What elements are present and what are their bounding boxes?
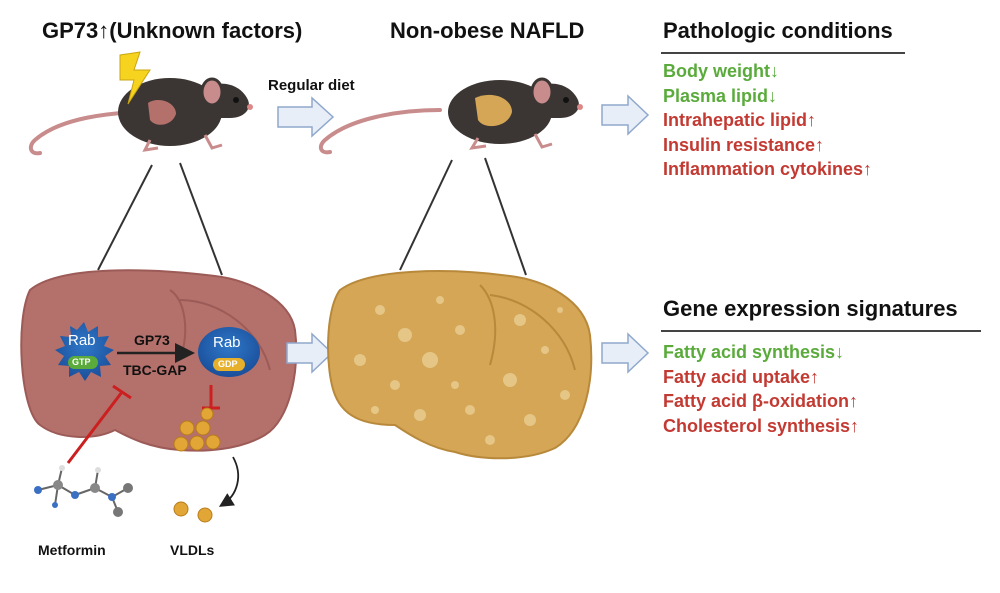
gene-item-cholesterol-synthesis: Cholesterol synthesis↑ <box>663 415 860 436</box>
metformin-inhibit-line <box>66 384 132 464</box>
gene-underline <box>661 330 981 332</box>
regular-diet-label: Regular diet <box>268 77 355 94</box>
pathologic-item-inflammation-cytokines: Inflammation cytokines↑ <box>663 159 873 179</box>
lightning-icon <box>119 51 151 105</box>
liver-fatty <box>327 270 593 460</box>
metformin-label: Metformin <box>38 542 106 558</box>
metformin-molecule <box>34 465 133 517</box>
gdp-label: GDP <box>218 359 238 369</box>
liver-normal <box>20 269 298 452</box>
pathologic-item-body-weight: Body weight↓ <box>663 61 779 81</box>
mouse-nafld <box>318 77 583 155</box>
pathologic-item-intrahepatic-lipid: Intrahepatic lipid↑ <box>663 110 817 130</box>
title-gene-expression-signatures: Gene expression signatures <box>663 296 958 321</box>
rab-gtp <box>55 322 114 381</box>
rab-gtp-label: Rab <box>68 332 96 349</box>
vldl-secreted <box>173 501 213 523</box>
rab-gdp-label: Rab <box>213 334 241 351</box>
arrow-liver-to-fatty <box>286 332 334 374</box>
vldl-cluster <box>173 407 221 452</box>
rab-gdp <box>198 327 260 377</box>
gene-item-fatty-acid-synthesis: Fatty acid synthesis↓ <box>663 342 845 362</box>
pathologic-list: Body weight↓ Plasma lipid↓ Intrahepatic … <box>663 59 872 182</box>
title-non-obese-nafld: Non-obese NAFLD <box>390 18 585 43</box>
pathologic-underline <box>661 52 905 54</box>
gp73-label: GP73 <box>134 332 170 348</box>
gene-list: Fatty acid synthesis↓ Fatty acid uptake↑… <box>663 340 859 438</box>
pathologic-item-insulin-resistance: Insulin resistance↑ <box>663 134 825 155</box>
gene-item-fatty-acid-beta-oxidation: Fatty acid β-oxidation↑ <box>663 391 859 411</box>
title-gp73-unknown-factors: GP73↑(Unknown factors) <box>42 18 303 43</box>
tbc-gap-label: TBC-GAP <box>123 362 187 378</box>
arrow-regular-diet <box>277 96 335 138</box>
gtp-label: GTP <box>72 357 91 367</box>
mouse-gp73 <box>28 77 253 156</box>
title-pathologic-conditions: Pathologic conditions <box>663 18 893 43</box>
vldls-label: VLDLs <box>170 542 215 558</box>
arrow-to-gene <box>601 332 650 374</box>
gene-item-fatty-acid-uptake: Fatty acid uptake↑ <box>663 366 820 387</box>
arrow-to-pathologic <box>601 94 650 136</box>
pathologic-item-plasma-lipid: Plasma lipid↓ <box>663 85 778 106</box>
